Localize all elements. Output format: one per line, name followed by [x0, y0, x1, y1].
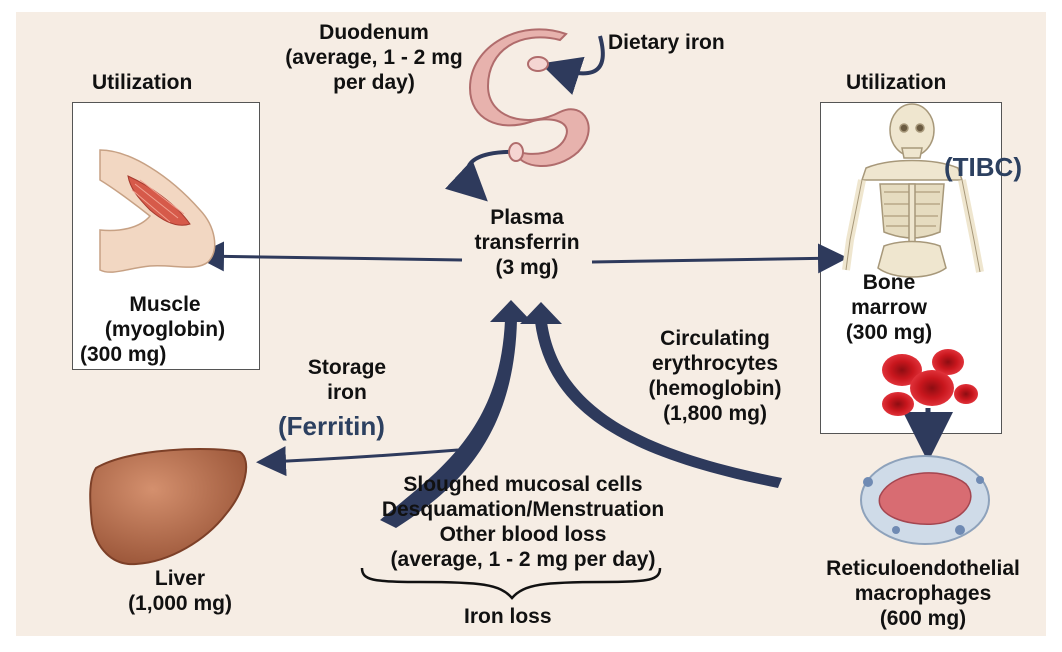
- arrow-to-liver: [256, 446, 459, 477]
- tibc-label: (TIBC): [944, 152, 1022, 182]
- utilization-left-label: Utilization: [92, 71, 193, 94]
- arrow-storage-to-plasma: [380, 320, 517, 528]
- intestine-icon: [468, 28, 590, 167]
- arrow-loss-to-plasma: [535, 322, 782, 488]
- dietary-iron-label: Dietary iron: [608, 31, 725, 54]
- ferritin-label: (Ferritin): [278, 411, 385, 441]
- utilization-right-label: Utilization: [846, 71, 947, 94]
- liver-icon: [89, 448, 248, 566]
- arrowhead-storage: [490, 300, 532, 322]
- iron-loss-causes-label: Sloughed mucosal cells Desquamation/Mens…: [381, 473, 665, 571]
- iron-loss-label: Iron loss: [464, 605, 552, 628]
- plasma-transferrin-label: Plasma transferrin (3 mg): [474, 206, 580, 279]
- arm-muscle-icon: [99, 149, 216, 273]
- arrow-to-bone-marrow: [591, 243, 848, 274]
- storage-iron-label: Storage iron: [307, 356, 387, 404]
- macrophage-cell-icon: [860, 455, 990, 545]
- arrow-dietary-iron: [540, 35, 605, 95]
- arrow-to-muscle: [194, 241, 463, 272]
- arrowhead-loss: [520, 302, 562, 324]
- macrophages-label: Reticuloendothelial macrophages (600 mg): [826, 557, 1020, 630]
- skeleton-icon: [842, 103, 984, 278]
- iron-loss-brace: [360, 567, 662, 600]
- red-blood-cells-icon: [882, 349, 978, 416]
- duodenum-label: Duodenum (average, 1 - 2 mg per day): [285, 21, 463, 94]
- arrow-duodenum-to-plasma: [444, 149, 521, 202]
- bone-marrow-label: Bone marrow (300 mg): [845, 271, 933, 344]
- circulating-erythrocytes-label: Circulating erythrocytes (hemoglobin) (1…: [648, 327, 782, 425]
- liver-label: Liver (1,000 mg): [128, 567, 232, 615]
- muscle-label: Muscle (myoglobin) (300 mg): [80, 293, 226, 366]
